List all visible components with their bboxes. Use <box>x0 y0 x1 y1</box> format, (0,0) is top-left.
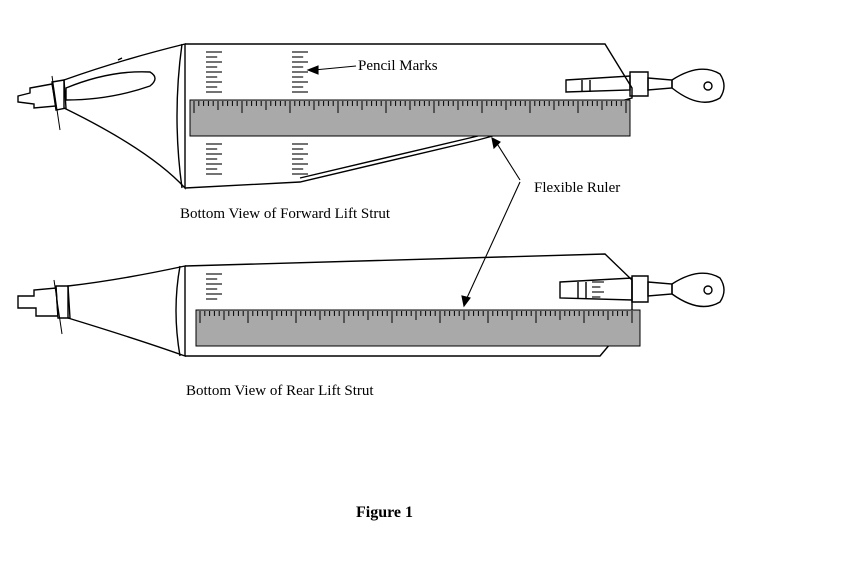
forward-strut-end-fitting <box>17 83 57 109</box>
forward-strut-rod-neck <box>647 77 673 91</box>
rear-strut-rod-neck <box>647 281 673 297</box>
ruler-arrowhead-upper <box>491 137 501 150</box>
rear-lift-strut <box>17 253 725 357</box>
forward-lift-strut <box>17 43 725 190</box>
ruler-arrowhead-lower <box>461 295 471 308</box>
forward-strut-eye-bolt <box>671 68 725 103</box>
forward-ruler-ticks <box>193 101 627 113</box>
rear-strut-pencil-marks <box>206 273 604 300</box>
forward-strut-edge-line <box>299 135 479 179</box>
rear-ruler-ticks <box>199 311 633 323</box>
forward-strut-rod-end <box>565 75 631 93</box>
forward-strut-pencil-marks <box>206 51 308 175</box>
pencil-marks-arrowhead <box>306 65 319 75</box>
rear-flexible-ruler <box>195 309 641 347</box>
pencil-marks-label: Pencil Marks <box>358 58 438 74</box>
forward-strut-rod-body <box>629 71 649 97</box>
pencil-marks-leader <box>313 65 357 71</box>
forward-strut-rivet <box>117 57 123 61</box>
rear-strut-end-fitting <box>17 287 59 317</box>
rear-strut-center-line <box>53 279 63 335</box>
rear-strut-rod-body <box>631 275 649 303</box>
rear-strut-eye-hole <box>703 285 713 295</box>
rear-strut-label: Bottom View of Rear Lift Strut <box>186 383 374 399</box>
forward-strut-fairing <box>63 43 186 190</box>
rear-strut-eye-bolt <box>671 272 725 308</box>
flexible-ruler-label: Flexible Ruler <box>534 180 620 196</box>
forward-strut-inner-teardrop <box>65 71 156 101</box>
forward-strut-joint-curve <box>176 43 183 189</box>
rear-strut-joint-curve <box>175 265 181 357</box>
ruler-leader-lower <box>465 181 521 301</box>
ruler-leader-upper <box>495 141 521 181</box>
forward-strut-eye-hole <box>703 81 713 91</box>
forward-strut-fitting-collar <box>51 79 67 111</box>
leader-arrows <box>306 65 521 308</box>
forward-strut-body <box>184 43 633 189</box>
figure-caption: Figure 1 <box>356 504 413 521</box>
rear-strut-fairing <box>67 265 186 357</box>
forward-strut-label: Bottom View of Forward Lift Strut <box>180 206 391 222</box>
forward-strut-center-line <box>51 75 61 131</box>
